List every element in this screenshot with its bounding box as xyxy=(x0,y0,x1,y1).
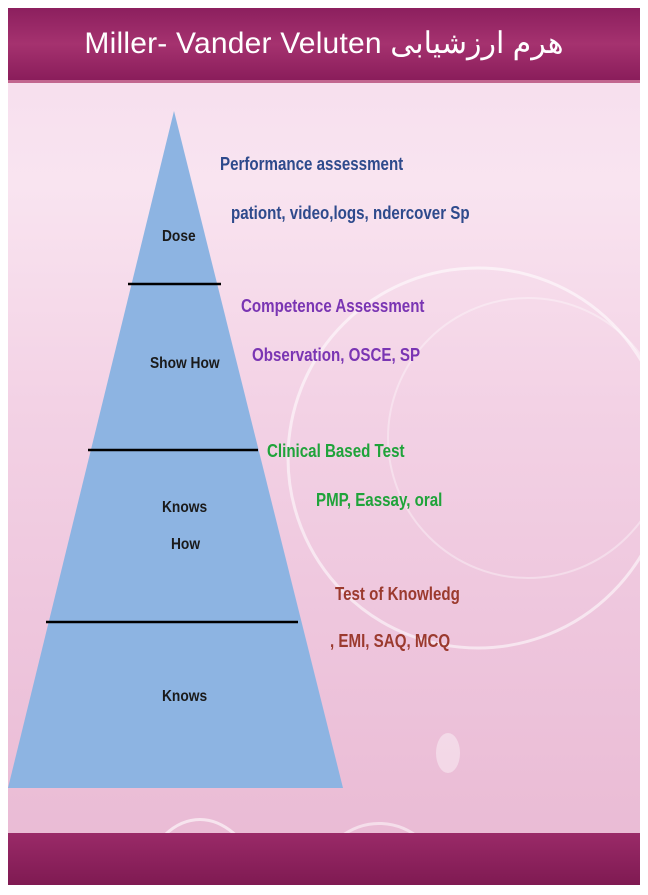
annotation-competence-detail: Observation, OSCE, SP xyxy=(252,345,421,365)
annotation-clinical-heading: Clinical Based Test xyxy=(267,441,405,461)
annotation-knowledge-detail: , EMI, SAQ, MCQ xyxy=(330,631,451,651)
annotation-performance-detail: pationt, video,logs, ndercover Sp xyxy=(231,203,470,223)
annotation-competence-heading: Competence Assessment xyxy=(241,296,425,316)
slide-title: Miller- Vander Veluten هرم ارزشیابی xyxy=(84,27,564,60)
level-label-knows-how-line1: Knows xyxy=(162,499,208,516)
level-label-dose: Dose xyxy=(162,228,196,245)
level-label-knows-how-line2: How xyxy=(171,536,201,553)
pyramid-diagram xyxy=(8,111,343,788)
annotation-knowledge-heading: Test of Knowledg xyxy=(335,584,460,604)
bottom-bar xyxy=(8,833,640,885)
title-bar xyxy=(8,8,640,83)
annotation-clinical-detail: PMP, Eassay, oral xyxy=(316,490,443,510)
slide: Miller- Vander Veluten هرم ارزشیابی Dose… xyxy=(8,8,640,885)
level-label-knows: Knows xyxy=(162,688,208,705)
annotation-performance-heading: Performance assessment xyxy=(220,154,404,174)
level-label-show-how: Show How xyxy=(150,355,220,372)
